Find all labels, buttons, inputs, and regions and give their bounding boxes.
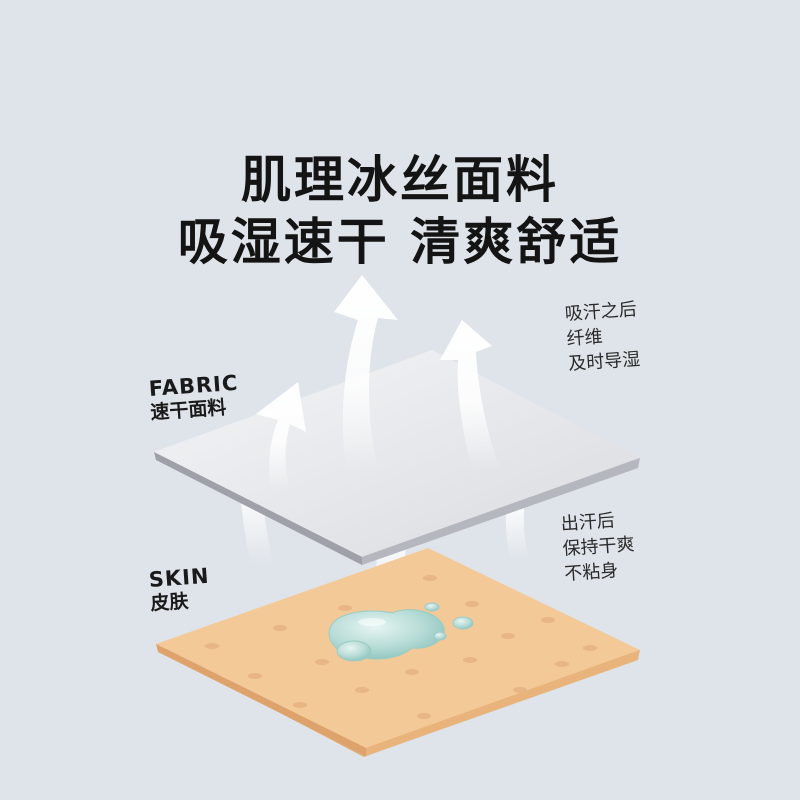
skin-note-line: 不粘身: [563, 560, 619, 585]
skin-label-cn: 皮肤: [149, 590, 190, 615]
fabric-note-line: 及时导湿: [567, 348, 641, 375]
skin-pores: [205, 575, 597, 719]
skin-note: 出汗后 保持干爽 不粘身: [560, 507, 637, 587]
fabric-layer: [154, 350, 640, 565]
headline-line-1: 肌理冰丝面料: [241, 151, 559, 209]
vapor-arrow-low-right: [505, 501, 529, 569]
fabric-note: 吸汗之后 纤维 及时导湿: [564, 297, 641, 377]
headline-line-2: 吸湿速干 清爽舒适: [177, 213, 623, 271]
sweat-drops: [328, 602, 474, 662]
vapor-arrow-right: [440, 320, 500, 470]
fabric-note-line: 吸汗之后: [564, 298, 638, 325]
skin-label: SKIN 皮肤: [148, 564, 212, 616]
skin-label-en: SKIN: [148, 563, 211, 592]
skin-note-line: 保持干爽: [561, 533, 636, 560]
fabric-label: FABRIC 速干面料: [148, 371, 241, 425]
vapor-arrow-center: [334, 275, 398, 470]
vapor-arrow-left: [256, 382, 306, 490]
vapor-arrows-upper: [256, 275, 500, 490]
